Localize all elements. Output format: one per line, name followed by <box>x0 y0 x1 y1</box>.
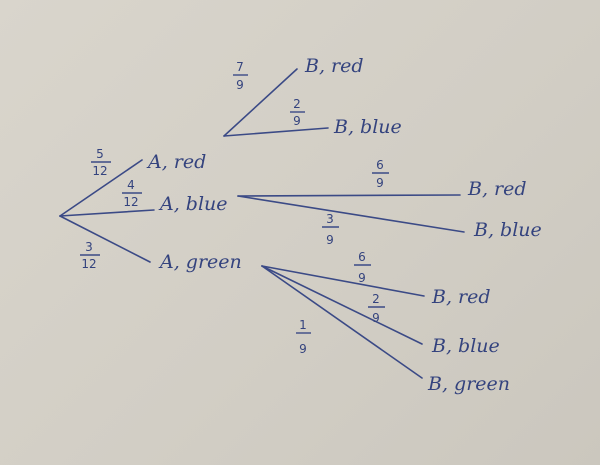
outcome-red-b-blue: B, blue <box>333 116 402 138</box>
svg-text:6: 6 <box>358 250 366 264</box>
prob-a-green: 3 12 <box>80 240 100 271</box>
outcome-a-green: A, green <box>158 251 242 273</box>
outcome-a-red: A, red <box>146 151 206 173</box>
svg-text:9: 9 <box>376 176 384 190</box>
branch-red-b-blue <box>223 127 329 137</box>
svg-text:9: 9 <box>372 311 380 325</box>
outcome-green-b-red: B, red <box>431 286 491 308</box>
svg-text:7: 7 <box>236 60 244 74</box>
svg-text:1: 1 <box>299 318 307 332</box>
svg-text:6: 6 <box>376 158 384 172</box>
outcome-blue-b-red: B, red <box>467 178 527 200</box>
prob-a-blue: 4 12 <box>122 178 142 209</box>
outcome-green-b-blue: B, blue <box>431 335 500 357</box>
outcome-blue-b-blue: B, blue <box>473 219 542 241</box>
prob-a-red: 5 12 <box>91 147 111 178</box>
outcome-red-b-red: B, red <box>304 55 364 77</box>
prob-blue-b-red: 6 9 <box>372 158 389 190</box>
prob-red-b-blue: 2 9 <box>290 97 305 128</box>
svg-text:2: 2 <box>293 97 301 111</box>
branch-a-red <box>59 159 143 217</box>
svg-text:9: 9 <box>326 233 334 247</box>
prob-blue-b-blue: 3 9 <box>322 212 339 247</box>
svg-text:3: 3 <box>326 212 334 226</box>
outcome-a-blue: A, blue <box>158 193 228 215</box>
svg-text:2: 2 <box>372 292 380 306</box>
branch-blue-b-blue <box>237 195 465 233</box>
svg-text:12: 12 <box>81 257 96 271</box>
prob-red-b-red: 7 9 <box>233 60 248 92</box>
branch-green-b-green <box>261 265 423 379</box>
branch-red-b-red <box>223 68 298 137</box>
svg-text:9: 9 <box>299 342 307 356</box>
svg-text:3: 3 <box>85 240 93 254</box>
prob-green-b-green: 1 9 <box>296 318 311 356</box>
svg-text:5: 5 <box>96 147 104 161</box>
branch-green-b-red <box>261 265 425 297</box>
branch-a-green <box>59 215 151 263</box>
outcome-green-b-green: B, green <box>427 373 510 395</box>
svg-text:12: 12 <box>123 195 138 209</box>
svg-text:9: 9 <box>293 114 301 128</box>
svg-text:9: 9 <box>236 78 244 92</box>
prob-green-b-red: 6 9 <box>354 250 371 285</box>
branch-a-blue <box>59 209 155 217</box>
prob-green-b-blue: 2 9 <box>368 292 385 325</box>
svg-text:4: 4 <box>127 178 135 192</box>
svg-text:12: 12 <box>92 164 107 178</box>
branch-green-b-blue <box>261 265 423 345</box>
branch-blue-b-red <box>237 194 461 197</box>
svg-text:9: 9 <box>358 271 366 285</box>
